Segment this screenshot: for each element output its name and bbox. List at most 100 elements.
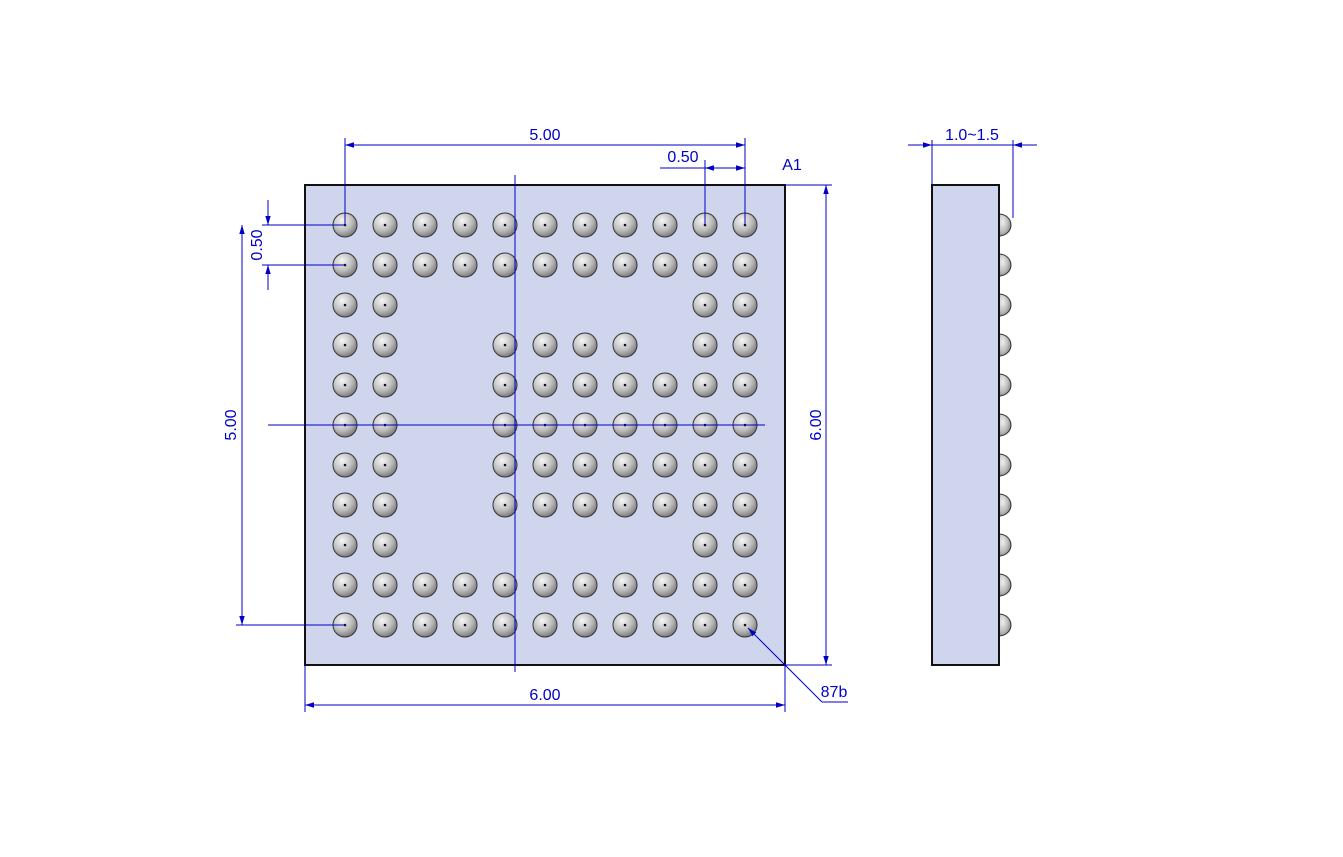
- solder-ball: [332, 492, 358, 518]
- solder-ball: [612, 252, 638, 278]
- solder-ball: [532, 332, 558, 358]
- solder-ball: [372, 612, 398, 638]
- bottom-dimension: [304, 665, 786, 712]
- solder-ball: [732, 452, 758, 478]
- solder-ball: [612, 492, 638, 518]
- solder-ball: [572, 332, 598, 358]
- solder-ball: [572, 612, 598, 638]
- solder-ball: [652, 572, 678, 598]
- package-side-view: [931, 184, 1000, 666]
- solder-ball: [532, 252, 558, 278]
- side-solder-ball: [998, 613, 1012, 637]
- solder-ball: [732, 252, 758, 278]
- side-solder-ball: [998, 333, 1012, 357]
- solder-ball: [612, 452, 638, 478]
- side-solder-ball: [998, 253, 1012, 277]
- ball-grid: [332, 212, 758, 638]
- top-dimension-label: 5.00: [529, 127, 560, 144]
- left-dimension: [236, 225, 345, 626]
- solder-ball: [332, 452, 358, 478]
- solder-ball: [532, 572, 558, 598]
- top-pitch-label: 0.50: [667, 149, 698, 166]
- solder-ball: [612, 372, 638, 398]
- left-pitch-dimension: [262, 200, 345, 290]
- solder-ball: [372, 572, 398, 598]
- solder-ball: [532, 212, 558, 238]
- solder-ball: [692, 292, 718, 318]
- side-solder-ball: [998, 213, 1012, 237]
- solder-ball: [692, 492, 718, 518]
- solder-ball: [372, 212, 398, 238]
- side-solder-ball: [998, 413, 1012, 437]
- solder-ball: [372, 492, 398, 518]
- solder-ball: [692, 252, 718, 278]
- top-dimension: [344, 138, 746, 225]
- ball-callout-label: 87b: [821, 684, 848, 701]
- solder-ball: [692, 612, 718, 638]
- solder-ball: [532, 452, 558, 478]
- bottom-dimension-label: 6.00: [529, 687, 560, 704]
- solder-ball: [332, 372, 358, 398]
- solder-ball: [692, 572, 718, 598]
- side-solder-ball: [998, 493, 1012, 517]
- solder-ball: [372, 332, 398, 358]
- solder-ball: [332, 332, 358, 358]
- solder-ball: [652, 492, 678, 518]
- side-dimension: [908, 140, 1037, 218]
- solder-ball: [332, 532, 358, 558]
- solder-ball: [652, 252, 678, 278]
- side-solder-ball: [998, 293, 1012, 317]
- solder-ball: [492, 452, 518, 478]
- solder-ball: [532, 612, 558, 638]
- ball-callout: [747, 627, 848, 703]
- side-solder-ball: [998, 573, 1012, 597]
- solder-ball: [732, 332, 758, 358]
- solder-ball: [612, 332, 638, 358]
- solder-ball: [572, 252, 598, 278]
- solder-ball: [612, 212, 638, 238]
- side-dimension-label: 1.0~1.5: [945, 127, 999, 144]
- solder-ball: [572, 372, 598, 398]
- solder-ball: [412, 252, 438, 278]
- solder-ball: [372, 452, 398, 478]
- solder-ball: [492, 252, 518, 278]
- solder-ball: [492, 492, 518, 518]
- solder-ball: [572, 572, 598, 598]
- side-solder-ball: [998, 373, 1012, 397]
- solder-ball: [572, 492, 598, 518]
- solder-ball: [652, 372, 678, 398]
- solder-ball: [652, 212, 678, 238]
- right-dimension: [785, 184, 832, 666]
- solder-ball: [372, 292, 398, 318]
- solder-ball: [372, 252, 398, 278]
- solder-ball: [332, 292, 358, 318]
- side-solder-ball: [998, 453, 1012, 477]
- solder-ball: [732, 372, 758, 398]
- solder-ball: [492, 612, 518, 638]
- solder-ball: [532, 492, 558, 518]
- solder-ball: [612, 612, 638, 638]
- solder-ball: [492, 572, 518, 598]
- solder-ball: [412, 212, 438, 238]
- right-dimension-label: 6.00: [808, 409, 825, 440]
- solder-ball: [652, 612, 678, 638]
- side-solder-ball: [998, 533, 1012, 557]
- solder-ball: [612, 572, 638, 598]
- solder-ball: [732, 492, 758, 518]
- left-dimension-label: 5.00: [223, 409, 240, 440]
- solder-ball: [412, 612, 438, 638]
- solder-ball: [372, 372, 398, 398]
- solder-ball: [652, 452, 678, 478]
- solder-ball: [412, 572, 438, 598]
- solder-ball: [692, 372, 718, 398]
- solder-ball: [572, 212, 598, 238]
- solder-ball: [532, 372, 558, 398]
- solder-ball: [692, 332, 718, 358]
- solder-ball: [452, 612, 478, 638]
- side-view-balls: [998, 213, 1012, 637]
- solder-ball: [692, 532, 718, 558]
- top-pitch-dimension: [660, 160, 745, 225]
- solder-ball: [452, 252, 478, 278]
- pin-a1-label: A1: [782, 157, 802, 174]
- solder-ball: [692, 452, 718, 478]
